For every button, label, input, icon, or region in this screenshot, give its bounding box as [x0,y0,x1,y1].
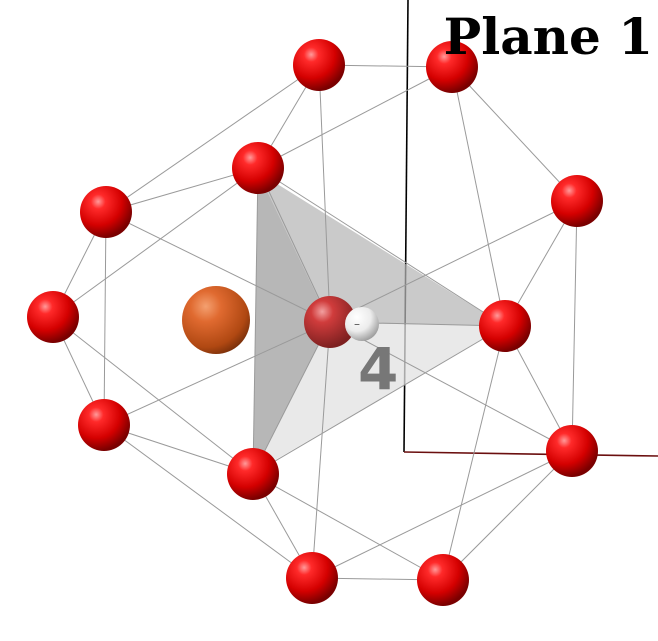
bond-line [103,321,331,426]
bond-line [257,167,506,327]
hydrogen-charge-label: – [354,317,360,331]
bond-line [252,321,331,475]
oxygen-atom [286,552,338,604]
bond-line [311,321,331,579]
bond-line [311,450,573,579]
bond-line [52,316,254,475]
bond-line [252,167,259,475]
bond-line [257,167,331,323]
bond-line [52,167,259,318]
bond-line [442,450,573,581]
bond-line [103,424,254,475]
plane-title: Plane 1 [444,7,653,66]
oxygen-atom [232,142,284,194]
tetrahedron-face-upper [258,172,505,326]
bond-line [318,64,331,323]
bond-line [451,66,578,202]
bond-line [252,325,506,475]
oxygen-atom [426,41,478,93]
bond-line [103,424,313,579]
oxygen-atom [551,175,603,227]
tetrahedron-face-lower [253,323,505,473]
bond-line [329,200,578,323]
oxygen-atom [417,554,469,606]
bond-line [252,473,444,581]
bond-line [442,325,506,581]
oxygen-atom [27,291,79,343]
bond-line [105,167,259,213]
tetrahedron-face-left [253,172,330,473]
bond-line [451,66,506,327]
oxygen-atom [78,399,130,451]
bond-line [103,211,107,426]
oxygen-atoms [27,39,603,606]
bond-line [571,200,578,452]
oxygen-atom [546,425,598,477]
tetrahedral-site [253,172,505,473]
oxygen-atom [80,186,132,238]
plane-horizontal-line [403,451,658,457]
oxygen-atom [479,300,531,352]
site-number-label: 4 [358,335,398,403]
oxygen-atom-central [304,296,356,348]
bond-line [105,211,331,323]
metal-atom [182,286,250,354]
hydrogen-atom [345,307,379,341]
bond-line [329,321,573,452]
bond-line [257,66,453,169]
bond-line [105,64,320,213]
oxygen-atom [293,39,345,91]
oxygen-atom [227,448,279,500]
